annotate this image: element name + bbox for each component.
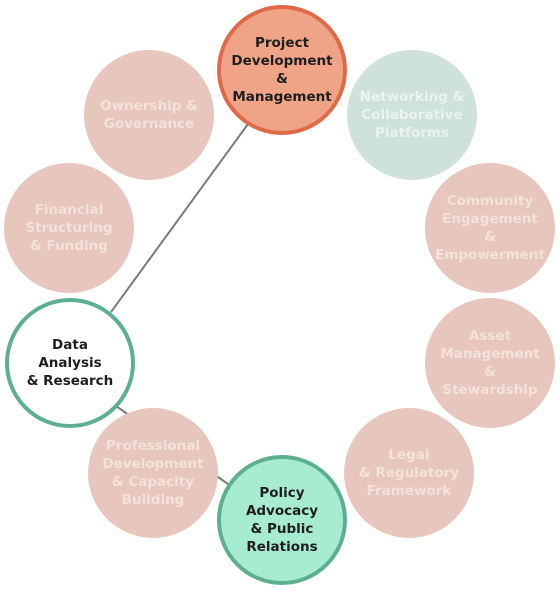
node-data-analysis[interactable]: Data Analysis & Research [5,298,135,428]
node-policy-advocacy[interactable]: Policy Advocacy & Public Relations [217,455,347,585]
node-networking-platforms-label: Networking & Collaborative Platforms [359,89,465,141]
node-legal-regulatory[interactable]: Legal & Regulatory Framework [344,408,474,538]
node-professional-development[interactable]: Professional Development & Capacity Buil… [88,408,218,538]
node-community-engagement[interactable]: Community Engagement & Empowerment [425,163,555,293]
node-asset-management-label: Asset Management & Stewardship [440,328,540,398]
connector-data-to-project [110,123,249,313]
node-project-development-label: Project Development & Management [231,35,333,105]
node-ownership-governance[interactable]: Ownership & Governance [84,50,214,180]
node-legal-regulatory-label: Legal & Regulatory Framework [358,447,460,499]
node-project-development[interactable]: Project Development & Management [217,5,347,135]
node-ownership-governance-label: Ownership & Governance [100,98,198,132]
node-asset-management[interactable]: Asset Management & Stewardship [425,298,555,428]
node-data-analysis-label: Data Analysis & Research [26,337,114,389]
node-networking-platforms[interactable]: Networking & Collaborative Platforms [347,50,477,180]
node-professional-development-label: Professional Development & Capacity Buil… [102,438,204,508]
node-policy-advocacy-label: Policy Advocacy & Public Relations [245,485,319,555]
node-community-engagement-label: Community Engagement & Empowerment [435,193,545,263]
node-financial-structuring[interactable]: Financial Structuring & Funding [4,163,134,293]
node-financial-structuring-label: Financial Structuring & Funding [25,202,113,254]
